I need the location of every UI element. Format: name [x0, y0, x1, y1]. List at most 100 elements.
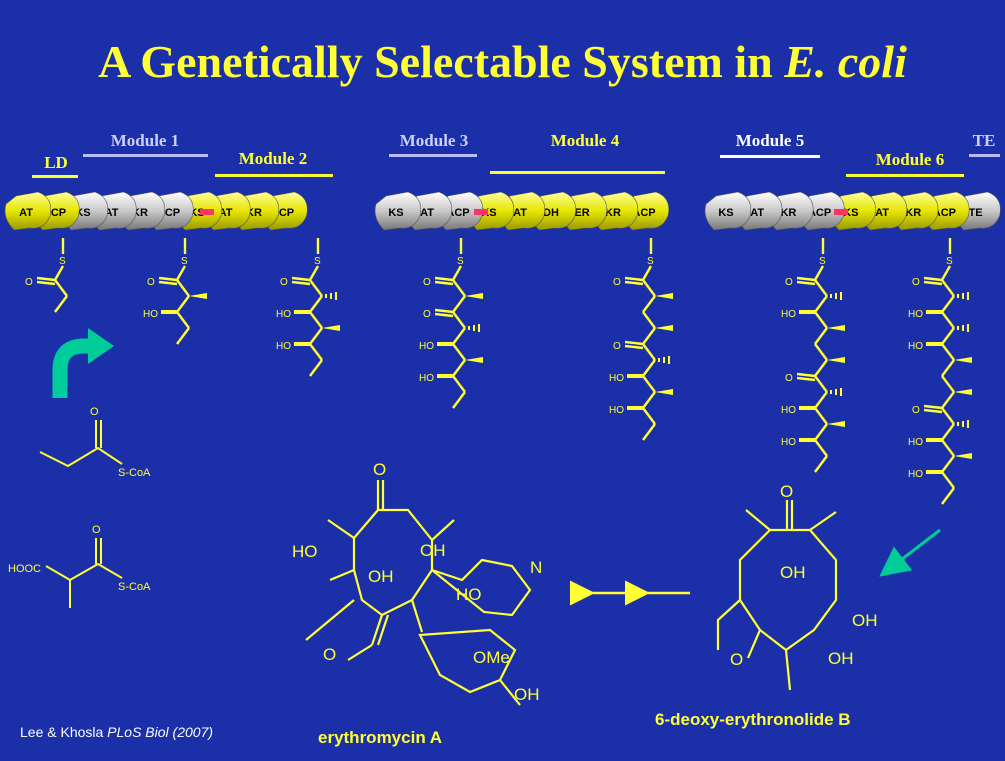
module-bar-4	[490, 171, 665, 174]
atom-ho: HO	[908, 469, 923, 480]
atom-ho: HO	[609, 373, 624, 384]
module-bar-2	[215, 174, 333, 177]
module-label-ld: LD	[44, 153, 68, 172]
atom-o: O	[280, 277, 288, 288]
domain-label: ACP	[808, 207, 831, 219]
atom-o: O	[423, 277, 431, 288]
module-bar-6	[846, 174, 964, 177]
atom-ho: HO	[908, 309, 923, 320]
atom-o: O	[147, 277, 155, 288]
atom-ho: HO	[143, 309, 158, 320]
citation: Lee & Khosla PLoS Biol (2007)	[20, 724, 213, 740]
slide-title: A Genetically Selectable System in E. co…	[0, 35, 1005, 88]
domain-label: KR	[905, 207, 921, 219]
atom-o: O	[912, 405, 920, 416]
erythromycin-a-structure	[305, 480, 532, 706]
domain-label: ACP	[446, 207, 469, 219]
module-bar-1	[83, 154, 208, 157]
module-label-5: Module 5	[735, 131, 805, 150]
domain-ks: KS	[374, 191, 422, 231]
atom-scoa: S-CoA	[118, 581, 151, 593]
atom-s: S	[181, 256, 188, 267]
atom-ome: OMe	[473, 648, 510, 667]
module-label-2: Module 2	[238, 149, 308, 168]
atom-s: S	[946, 256, 953, 267]
module-bar-3	[389, 154, 477, 157]
atom-o: O	[613, 277, 621, 288]
atom-o: O	[373, 460, 386, 479]
atom-o: O	[92, 524, 101, 536]
atom-ho: HO	[609, 405, 624, 416]
atom-oh: OH	[780, 563, 806, 582]
chain-intermediates: SOSOHOSOHOHOSOOHOHOSOOHOHOSOHOOHOHOSOHOH…	[25, 238, 972, 505]
domain-label: AT	[420, 207, 434, 219]
atom-s: S	[59, 256, 66, 267]
module-bar-5	[720, 155, 820, 158]
domain-label: AT	[19, 207, 33, 219]
domain-label: KR	[780, 207, 796, 219]
domain-label: AT	[219, 207, 233, 219]
atom-oh: OH	[828, 649, 854, 668]
module-label-4: Module 4	[550, 131, 620, 150]
module-label-1: Module 1	[110, 131, 180, 150]
atom-o: O	[912, 277, 920, 288]
linker-1	[200, 209, 214, 215]
module-bar-ld	[32, 175, 78, 178]
release-arrow-icon	[879, 528, 941, 577]
atom-o: O	[785, 277, 793, 288]
atom-o: O	[323, 645, 336, 664]
atom-s: S	[647, 256, 654, 267]
domain-at: AT	[4, 191, 52, 231]
citation-authors: Lee & Khosla	[20, 724, 108, 740]
atom-o: O	[423, 309, 431, 320]
module-label-3: Module 3	[399, 131, 469, 150]
atom-hooc: HOOC	[8, 563, 41, 575]
chain-intermediate: S O HO O HO HO	[781, 238, 845, 473]
chain-intermediate: SO	[25, 238, 68, 313]
atom-ho: HO	[419, 341, 434, 352]
module-label-6: Module 6	[875, 150, 945, 169]
domain-label: TE	[969, 207, 983, 219]
atom-s: S	[314, 256, 321, 267]
atom-ho: HO	[276, 309, 291, 320]
atom-ho: HO	[419, 373, 434, 384]
atom-o: O	[25, 277, 33, 288]
atom-oh: OH	[514, 685, 540, 704]
domain-label: KR	[605, 207, 621, 219]
atom-o: O	[785, 373, 793, 384]
domain-label: AT	[875, 207, 889, 219]
chain-intermediate: S O HO	[143, 238, 207, 345]
title-organism: E. coli	[784, 36, 907, 87]
atom-ho: HO	[781, 405, 796, 416]
atom-o: O	[730, 650, 743, 669]
propionyl-coa	[39, 420, 123, 468]
domain-label: ACP	[632, 207, 655, 219]
module-bar-te	[969, 154, 1000, 157]
domain-label: KS	[388, 207, 403, 219]
atom-o: O	[90, 406, 99, 418]
domain-label: AT	[750, 207, 764, 219]
atom-n: N	[530, 558, 542, 577]
atom-ho: HO	[781, 437, 796, 448]
atom-oh: OH	[368, 567, 394, 586]
domain-label: DH	[543, 207, 559, 219]
citation-journal: PLoS Biol (2007)	[107, 724, 214, 740]
atom-o: O	[780, 482, 793, 501]
domain-label: AT	[105, 207, 119, 219]
atom-ho: HO	[292, 542, 318, 561]
6-deb-structure	[716, 500, 838, 691]
atom-ho: HO	[781, 309, 796, 320]
atom-scoa: S-CoA	[118, 467, 151, 479]
atom-s: S	[819, 256, 826, 267]
label-erythromycin-a: erythromycin A	[318, 728, 443, 747]
domain-label: ER	[574, 207, 589, 219]
atom-ho: HO	[456, 585, 482, 604]
domain-label: ACP	[933, 207, 956, 219]
atom-ho: HO	[908, 437, 923, 448]
curved-arrow-icon	[52, 328, 114, 398]
linker-3	[834, 209, 848, 215]
